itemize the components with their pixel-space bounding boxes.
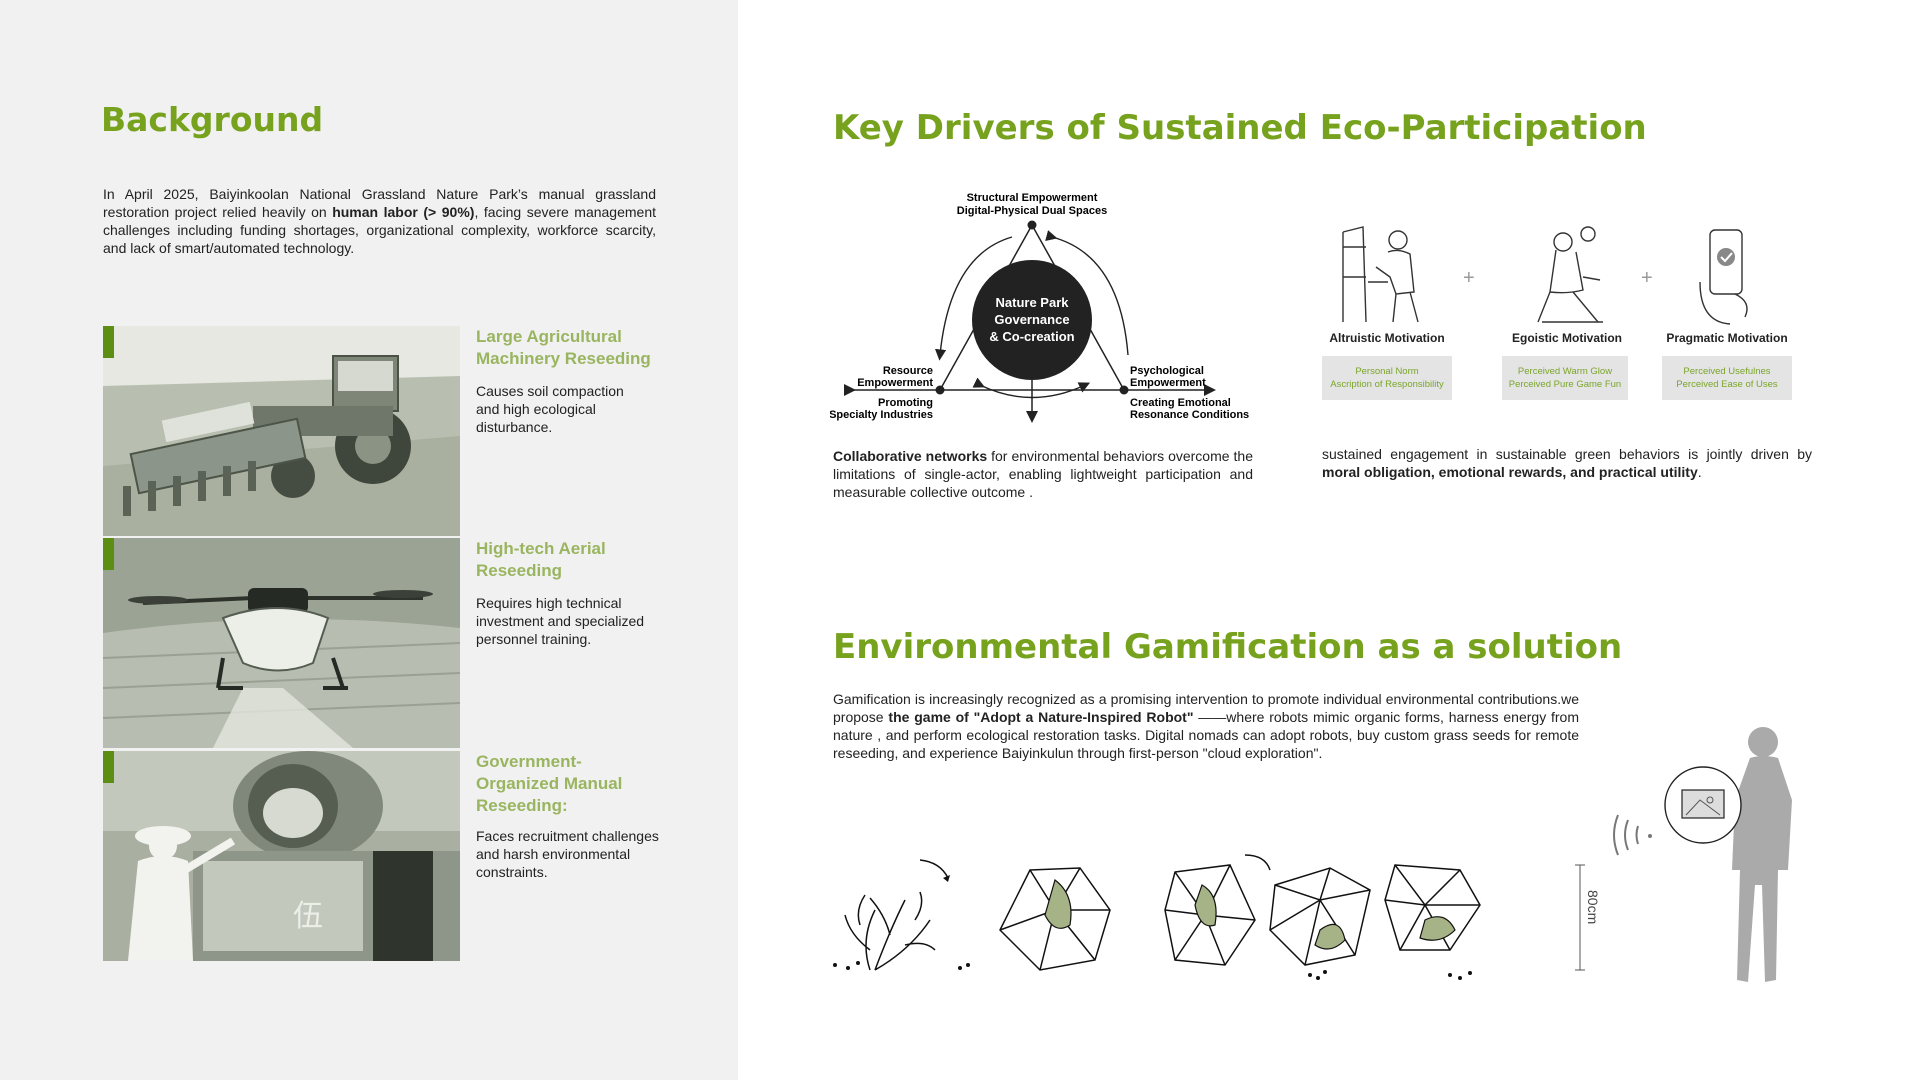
svg-text:Resonance Conditions: Resonance Conditions (1130, 409, 1249, 421)
method-title-2: High-tech Aerial Reseeding (476, 539, 606, 580)
background-title: Background (101, 100, 324, 139)
method-desc-3: Faces recruitment challenges and harsh e… (476, 828, 659, 880)
method-title-3: Government-Organized Manual Reseeding: (476, 752, 623, 815)
svg-text:Nature Park: Nature Park (996, 295, 1070, 310)
altruistic-illustration (1342, 226, 1419, 323)
motivation-label-altruistic: Altruistic Motivation (1329, 331, 1445, 345)
method-desc-1: Causes soil compaction and high ecologic… (476, 383, 624, 435)
svg-text:Specialty Industries: Specialty Industries (830, 409, 933, 421)
method-marker-3 (103, 751, 114, 783)
collaborative-networks-text: Collaborative networks for environmental… (833, 448, 1253, 500)
governance-cycle-diagram: Structural Empowerment Digital-Physical … (830, 192, 1249, 423)
gamification-text: Gamification is increasingly recognized … (833, 691, 1580, 761)
method-marker-1 (103, 326, 114, 358)
plus-sign-2: + (1641, 267, 1653, 289)
svg-text:Structural Empowerment: Structural Empowerment (967, 192, 1098, 204)
photo-manual-reseeding: 伍 (103, 751, 460, 961)
motivation-label-egoistic: Egoistic Motivation (1511, 331, 1622, 345)
svg-text:Empowerment: Empowerment (857, 377, 933, 389)
svg-text:Creating Emotional: Creating Emotional (1130, 397, 1231, 409)
photo-drone-reseeding (103, 538, 460, 748)
svg-text:Governance: Governance (994, 312, 1069, 327)
sustained-engagement-text: sustained engagement in sustainable gree… (1322, 446, 1812, 480)
svg-text:Digital-Physical Dual Spaces: Digital-Physical Dual Spaces (957, 205, 1107, 217)
svg-text:Promoting: Promoting (878, 397, 933, 409)
robot-transformation-sequence: 80cm (833, 854, 1601, 980)
gamification-title: Environmental Gamification as a solution (833, 627, 1623, 667)
svg-text:& Co-creation: & Co-creation (989, 329, 1074, 344)
truck-character: 伍 (293, 899, 323, 934)
dimension-label: 80cm (1585, 890, 1601, 924)
person-remote-control-illustration (1613, 727, 1792, 982)
svg-text:Resource: Resource (883, 365, 933, 377)
method-desc-2: Requires high technical investment and s… (476, 595, 645, 647)
svg-text:Empowerment: Empowerment (1130, 377, 1206, 389)
method-marker-2 (103, 538, 114, 570)
egoistic-illustration (1537, 226, 1603, 323)
photo-tractor-reseeding (103, 326, 460, 536)
method-title-1: Large Agricultural Machinery Reseeding (476, 327, 651, 368)
pragmatic-illustration (1699, 229, 1748, 325)
svg-text:Psychological: Psychological (1130, 365, 1204, 377)
background-intro: In April 2025, Baiyinkoolan National Gra… (103, 186, 657, 256)
plus-sign-1: + (1463, 267, 1475, 289)
drivers-title: Key Drivers of Sustained Eco-Participati… (833, 108, 1647, 148)
motivation-label-pragmatic: Pragmatic Motivation (1666, 331, 1788, 345)
